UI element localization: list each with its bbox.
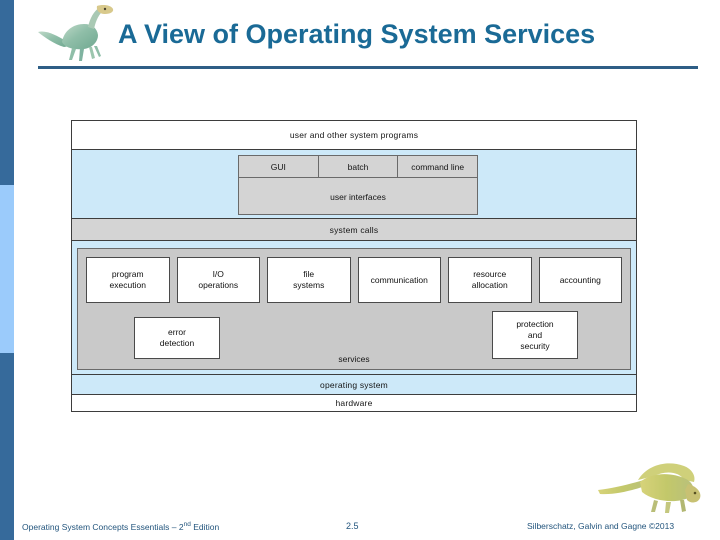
operating-system-label: operating system [320,379,388,390]
footer-book-main: Operating System Concepts Essentials – 2 [22,521,184,532]
dinosaur-logo-icon [36,2,116,64]
accent-strip-top [0,0,14,185]
system-calls-label: system calls [329,224,379,235]
interface-mode-command-line: command line [411,161,465,172]
band-user-interfaces: GUI batch command line user interfaces [72,150,636,219]
dinosaur-logo-icon-footer [596,452,708,514]
services-row: program execution I/O operations file sy… [86,257,622,303]
band-user-programs: user and other system programs [72,121,636,150]
interface-mode-gui: GUI [239,156,319,177]
band-operating-system: operating system [72,374,636,395]
footer-book-title: Operating System Concepts Essentials – 2… [22,521,219,532]
service-io-operations: I/O operations [176,257,260,303]
footer-book-ordinal: nd [183,521,191,528]
slide-header: A View of Operating System Services [14,0,720,80]
title-underline-rule [38,66,698,69]
page-title: A View of Operating System Services [118,19,596,49]
band-hardware: hardware [72,395,636,411]
band-spacer [72,241,636,248]
slide-number: 2.5 [346,521,359,531]
user-programs-label: user and other system programs [289,130,419,140]
interface-mode-batch: batch [319,156,399,177]
accent-strip-bottom [0,353,14,540]
user-interfaces-caption: user interfaces [330,191,386,202]
accent-strip-middle [0,185,14,353]
hardware-label: hardware [335,398,373,408]
service-program-execution: program execution [86,257,170,303]
service-accounting: accounting [538,257,622,303]
user-interfaces-group: GUI batch command line user interfaces [238,155,478,215]
service-file-systems: file systems [267,257,351,303]
service-error-detection: error detection [134,317,220,359]
band-system-calls: system calls [72,219,636,241]
services-container: program execution I/O operations file sy… [77,248,631,370]
os-services-diagram: user and other system programs GUI batch… [71,120,637,412]
services-label: services [338,354,370,364]
service-protection-and-security: protection and security [492,311,578,359]
band-services: program execution I/O operations file sy… [72,248,636,374]
footer-credit: Silberschatz, Galvin and Gagne ©2013 [527,521,675,531]
interface-modes-row: GUI batch command line [239,156,477,178]
left-accent-strip [0,0,14,540]
service-communication: communication [357,257,441,303]
service-resource-allocation: resource allocation [448,257,532,303]
footer-book-tail: Edition [190,521,220,532]
